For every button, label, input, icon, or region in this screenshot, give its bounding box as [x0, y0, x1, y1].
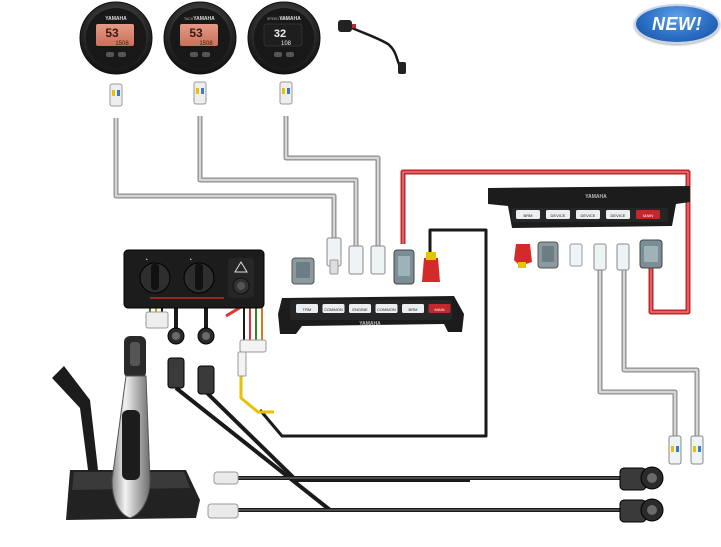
- hub-left-port-0: [296, 304, 318, 313]
- yellow-wire: [239, 376, 274, 414]
- hub-left-port-label-4: BRM: [409, 307, 418, 312]
- hub-left-port-3: [375, 304, 398, 313]
- gauge-2: YAMAHA TACH 53 1508: [163, 1, 237, 75]
- gauge-1-brand: YAMAHA: [105, 16, 127, 22]
- hub-right-port-label-2: DEVICE: [581, 213, 596, 218]
- right-gray-wire-1: [597, 270, 678, 436]
- hub-left-port-label-1: COMMON: [324, 307, 343, 312]
- hub-right-port-label-4: MAIN: [643, 213, 653, 218]
- hub-right-port-label-0: BRM: [524, 213, 533, 218]
- hub-right-port-1: [546, 210, 570, 219]
- new-badge: NEW!: [634, 4, 720, 44]
- gauge-3-subreading: 108: [281, 41, 292, 47]
- hub-left-port-label-5: MAIN: [435, 307, 445, 312]
- hub-left-port-1: [322, 304, 345, 313]
- gauge-2-brand: YAMAHA: [193, 16, 215, 22]
- gauge-connectors: [109, 81, 293, 107]
- switch-panel: ◔ ◔: [123, 249, 265, 309]
- hub-right-port-label-1: DEVICE: [551, 213, 566, 218]
- gauge-1: YAMAHA 53 1508: [79, 1, 153, 75]
- gauge-2-subreading: 1508: [199, 41, 213, 47]
- hub-left-port-label-0: TRM: [303, 307, 312, 312]
- hub-left-port-4: [402, 304, 424, 313]
- hub-right-port-3: [606, 210, 630, 219]
- panel-round-connectors: [145, 311, 267, 395]
- gauge-2-sublabel: TACH: [184, 17, 194, 21]
- hub-left-port-label-3: COMMON: [377, 307, 396, 312]
- hub-right-brand: YAMAHA: [585, 194, 607, 200]
- hub-right-port-label-3: DEVICE: [611, 213, 626, 218]
- switch-panel-icon-1: ◔: [144, 257, 148, 264]
- gauge-3-sublabel: SPEED FUEL: [267, 17, 289, 21]
- gauge-3: YAMAHA SPEED FUEL 32 108: [247, 1, 321, 75]
- right-end-connectors: [668, 435, 704, 465]
- hub-left-port-5: [428, 304, 451, 313]
- harness-end-right: [619, 466, 664, 523]
- hub-left-brand: YAMAHA: [359, 321, 381, 327]
- hub-left: TRM COMMON ENGINE COMMON BRM MAIN YAMAHA: [278, 237, 464, 334]
- switch-panel-icon-2: ◔: [188, 257, 192, 264]
- new-badge-label: NEW!: [652, 13, 702, 34]
- hub-left-port-2: [349, 304, 371, 313]
- sensor-plug: [338, 20, 406, 74]
- hub-right-port-0: [516, 210, 540, 219]
- hub-right-port-2: [576, 210, 600, 219]
- gauge-3-reading: 32: [274, 28, 286, 40]
- hub-right-port-4: [636, 210, 660, 219]
- harness-end-left: [207, 471, 239, 519]
- hub-right: BRM DEVICE DEVICE DEVICE MAIN YAMAHA: [488, 186, 690, 271]
- main-black-wire: [258, 228, 488, 438]
- gauge-1-reading: 53: [105, 26, 119, 40]
- gauge-3-brand: YAMAHA: [279, 16, 301, 22]
- gauge-1-subreading: 1508: [115, 41, 129, 47]
- gauge-2-reading: 53: [189, 26, 203, 40]
- hub-left-port-label-2: ENGINE: [352, 307, 368, 312]
- control-lever: [52, 336, 200, 520]
